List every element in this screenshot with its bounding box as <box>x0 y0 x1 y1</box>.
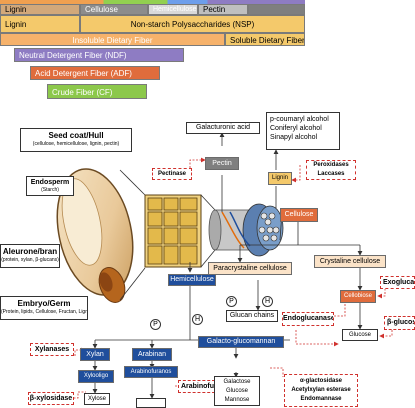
sugars-box: Galactose Glucose Mannose <box>214 376 260 406</box>
seed-coat-subtitle: (cellulose, hemicellulose, lignin, pecti… <box>32 141 120 147</box>
bar-pectin: Pectin <box>198 4 248 15</box>
endosperm-title: Endosperm <box>30 179 70 186</box>
crystaline-box: Crystaline cellulose <box>314 255 386 268</box>
pectinase-box: Pectinase <box>152 168 192 180</box>
p-circle-1: P <box>226 296 237 307</box>
sugar-mannose: Mannose <box>224 397 250 403</box>
cellulose-box: Cellulose <box>280 208 318 222</box>
bar-ndf: Neutral Detergent Fiber (NDF) <box>14 48 184 62</box>
alcohol-3: Sinapyl alcohol <box>270 134 318 141</box>
enzymes-right-box: α-glactosidase Acetylxylan esterase Endo… <box>284 374 358 407</box>
laccases-label: Laccases <box>317 171 345 177</box>
embryo-subtitle: (Protein, lipids, Cellulose, Fructan, Li… <box>1 309 88 315</box>
beta-glucosidase-box: β-glucos <box>384 316 415 330</box>
aleurone-title: Aleurone/bran <box>2 247 58 256</box>
aleurone-subtitle: (protein, xylan, β-glucans) <box>1 257 59 263</box>
bar-insoluble: Insoluble Dietary Fiber <box>0 33 225 46</box>
enzyme-galactosidase: α-glactosidase <box>299 378 343 384</box>
hemicellulose-box: Hemicellulose <box>168 274 216 286</box>
xylanases-box: Xylanases <box>30 343 74 356</box>
xylose-box: Xylose <box>84 393 110 405</box>
xylan-box: Xylan <box>80 348 110 361</box>
xylooligo-box: Xylooligo <box>78 370 114 383</box>
embryo-title: Embryo/Germ <box>17 299 71 308</box>
galacto-glucomannan-box: Galacto-glucomannan <box>198 336 284 348</box>
monolignols-box: p-coumaryl alcohol Coniferyl alcohol Sin… <box>266 112 340 150</box>
bar-cellulose: Cellulose <box>80 4 148 15</box>
enzyme-acetylxylan: Acetylxylan esterase <box>291 387 351 393</box>
bar-cf: Crude Fiber (CF) <box>47 84 147 99</box>
exoglucanase-box: Exoglucan <box>380 276 415 289</box>
paracrystalline-box: Paracrystaline cellulose <box>208 262 292 275</box>
seed-coat-label: Seed coat/Hull (cellulose, hemicellulose… <box>20 128 132 152</box>
bar-pectin-tail <box>248 4 305 15</box>
cellobiose-box: Cellobiose <box>340 290 376 303</box>
h-circle-2: H <box>192 314 203 325</box>
glucan-chains-box: Glucan chains <box>226 310 278 322</box>
bar-adf: Acid Detergent Fiber (ADF) <box>30 66 160 80</box>
peroxidases-box: Peroxidases Laccases <box>306 160 356 180</box>
alcohol-1: p-coumaryl alcohol <box>270 116 329 123</box>
aleurone-label: Aleurone/bran (protein, xylan, β-glucans… <box>0 244 60 268</box>
bar-row0-strip <box>0 0 305 4</box>
enzyme-endomannase: Endomannase <box>300 396 342 402</box>
bar-hemicellulose: Hemicellulose <box>148 4 198 15</box>
lignin-box: Lignin <box>268 172 292 185</box>
cell-wall-illustration <box>144 194 216 268</box>
bar-nsp: Non-starch Polysaccharides (NSP) <box>80 15 305 33</box>
glucose-box: Glucose <box>342 329 378 341</box>
arabinofuranos-box: Arabinofuranos <box>124 366 178 378</box>
galacturonic-acid-box: Galacturonic acid <box>186 122 260 134</box>
pectin-box: Pectin <box>205 157 239 170</box>
h-circle-1: H <box>262 296 273 307</box>
sugar-galactose: Galactose <box>223 379 251 385</box>
peroxidases-label: Peroxidases <box>313 162 349 168</box>
endosperm-subtitle: (Starch) <box>41 187 59 193</box>
seed-coat-title: Seed coat/Hull <box>48 131 104 140</box>
fibril-illustration <box>208 203 284 257</box>
arabinan-box: Arabinan <box>132 348 172 361</box>
endoglucanase-box: Endoglucanase <box>282 312 334 326</box>
endosperm-label: Endosperm (Starch) <box>26 176 74 196</box>
sugar-glucose: Glucose <box>225 388 248 394</box>
bar-soluble: Soluble Dietary Fiber <box>225 33 305 46</box>
bar-lignin-2: Lignin <box>0 15 80 33</box>
beta-xylosidase-box: β-xylosidase <box>28 392 74 405</box>
bar-lignin-1: Lignin <box>0 4 80 15</box>
p-circle-2: P <box>150 319 161 330</box>
embryo-label: Embryo/Germ (Protein, lipids, Cellulose,… <box>0 296 88 320</box>
alcohol-2: Coniferyl alcohol <box>270 125 322 132</box>
